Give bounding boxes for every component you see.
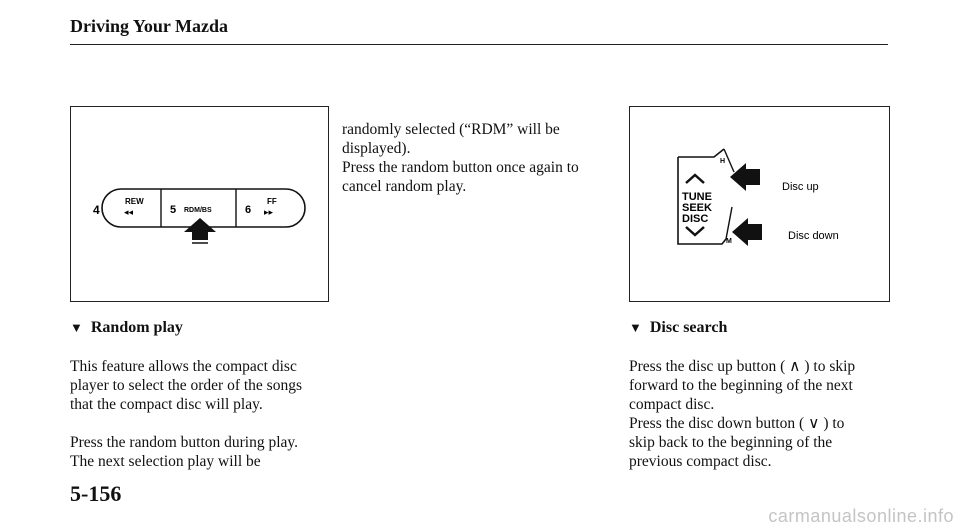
knob-mark-h: H	[720, 158, 725, 165]
page-header: Driving Your Mazda	[70, 16, 229, 36]
button-6-label: FF	[267, 197, 277, 206]
knob-label-tune: TUNE	[682, 191, 712, 203]
disc-up-arrow-icon	[730, 163, 760, 191]
button-6-number: 6	[245, 204, 251, 216]
knob-label-disc: DISC	[682, 213, 708, 225]
section-triangle-icon: ▼	[629, 320, 642, 335]
random-play-para-2: Press the random button during play. The…	[70, 434, 299, 470]
heading-random-play: ▼ Random play	[70, 319, 183, 337]
knob-label-seek: SEEK	[682, 202, 712, 214]
section-triangle-icon: ▼	[70, 320, 83, 335]
disc-down-arrow-icon	[732, 218, 762, 246]
heading-random-play-text: Random play	[90, 319, 183, 336]
random-play-para-3: randomly selected (“RDM” will be display…	[342, 121, 579, 195]
button-4-number: 4	[93, 203, 100, 217]
figure-disc-search: TUNE SEEK DISC H M Disc up Disc down	[629, 106, 890, 302]
watermark: carmanualsonline.info	[768, 506, 954, 526]
knob-mark-m: M	[726, 238, 732, 245]
button-5-label: RDM/BS	[184, 207, 212, 214]
header-rule	[70, 44, 888, 45]
press-arrow-icon	[184, 218, 216, 244]
rewind-icon: ◂◂	[124, 207, 134, 217]
button-5-number: 5	[170, 204, 176, 216]
disc-search-para: Press the disc up button ( ∧ ) to skip f…	[629, 358, 856, 470]
disc-up-chevron-icon	[685, 173, 705, 184]
disc-knob-illustration: TUNE SEEK DISC H M Disc up Disc down	[677, 148, 839, 246]
figure-random-play: 4 REW ◂◂ 5 RDM/BS 6 FF ▸▸	[70, 106, 329, 302]
heading-disc-search: ▼ Disc search	[629, 319, 727, 337]
callout-disc-down: Disc down	[788, 230, 839, 242]
random-play-para-1: This feature allows the compact disc pla…	[70, 358, 302, 413]
callout-disc-up: Disc up	[782, 181, 819, 193]
random-buttons-illustration: 4 REW ◂◂ 5 RDM/BS 6 FF ▸▸	[93, 188, 306, 244]
fast-forward-icon: ▸▸	[264, 207, 274, 217]
disc-down-chevron-icon	[685, 226, 705, 237]
page-number: 5-156	[70, 481, 122, 506]
heading-disc-search-text: Disc search	[649, 319, 728, 336]
button-4-label: REW	[125, 197, 144, 206]
